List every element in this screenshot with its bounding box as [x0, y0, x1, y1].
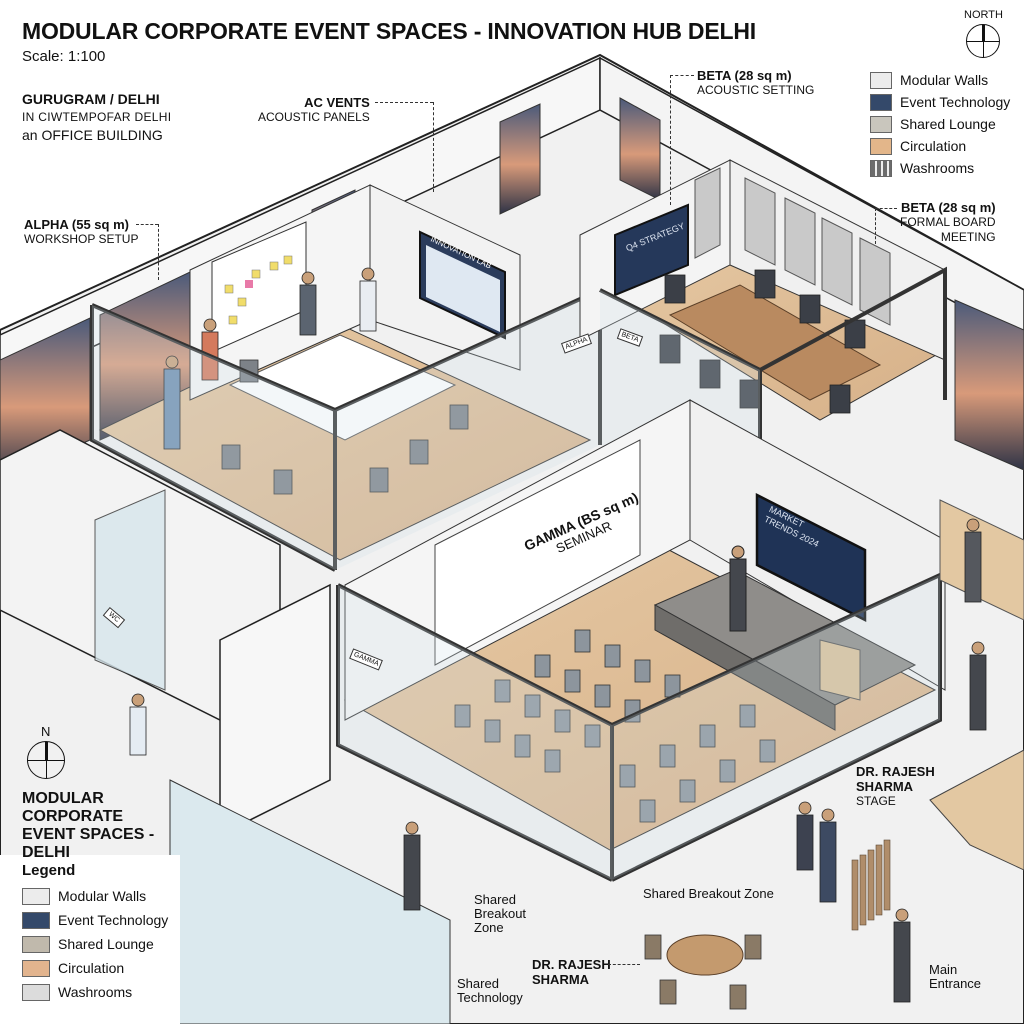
beta-screen — [614, 203, 689, 297]
scale-label: Scale: 1:100 — [22, 48, 106, 65]
legend-swatch-shared-lounge — [22, 935, 50, 953]
legend-top: Modular Walls Event Technology Shared Lo… — [870, 69, 1010, 179]
leader-line — [136, 224, 158, 225]
legend-item: Washrooms — [870, 157, 1010, 179]
legend-label: Event Technology — [58, 912, 169, 928]
callout-title: AC VENTS — [304, 95, 370, 110]
leader-line — [670, 75, 694, 76]
callout-stage: DR. RAJESH SHARMA STAGE — [856, 764, 935, 809]
location-city: GURUGRAM / DELHI — [22, 91, 160, 107]
leader-line — [670, 75, 671, 205]
legend-label: Event Technology — [900, 94, 1011, 110]
legend-item: Circulation — [22, 956, 168, 980]
gamma-screen — [755, 492, 867, 623]
callout-line: Main — [929, 962, 958, 977]
legend-item: Modular Walls — [870, 69, 1010, 91]
legend-item: Event Technology — [870, 91, 1010, 113]
bottom-north-arrow-icon — [27, 741, 65, 779]
callout-title: BETA (28 sq m) — [697, 68, 792, 83]
callout-title: ALPHA (55 sq m) — [24, 217, 129, 232]
legend-item: Circulation — [870, 135, 1010, 157]
callout-ac-vents: AC VENTS ACOUSTIC PANELS — [258, 95, 370, 125]
title-line: EVENT SPACES - — [22, 826, 155, 843]
legend-swatch-washrooms — [22, 983, 50, 1001]
legend-swatch-event-technology — [22, 911, 50, 929]
legend-item: Washrooms — [22, 980, 168, 1004]
callout-line: Technology — [457, 990, 523, 1005]
legend-swatch-modular-walls — [870, 71, 892, 89]
north-arrow-icon — [966, 24, 1000, 58]
callout-line: Zone — [474, 920, 504, 935]
callout-shared-technology: Shared Technology — [457, 977, 523, 1005]
legend-label: Modular Walls — [900, 72, 989, 88]
callout-beta-acoustic: BETA (28 sq m) ACOUSTIC SETTING — [697, 68, 814, 98]
legend-item: Modular Walls — [22, 884, 168, 908]
callout-breakout-center: Shared Breakout Zone — [643, 886, 774, 901]
callout-rajesh: DR. RAJESH SHARMA — [532, 957, 611, 987]
location-subtitle: IN CIWTEMPOFAR DELHI — [22, 110, 172, 124]
legend-swatch-shared-lounge — [870, 115, 892, 133]
callout-line: DR. RAJESH — [856, 764, 935, 779]
legend-label: Washrooms — [58, 984, 133, 1000]
legend-item: Event Technology — [22, 908, 168, 932]
leader-line — [875, 208, 876, 244]
legend-label: Circulation — [58, 960, 125, 976]
compass-needle — [981, 25, 985, 41]
legend-label: Washrooms — [900, 160, 975, 176]
legend-swatch-washrooms — [870, 159, 892, 177]
callout-line: DR. RAJESH — [532, 957, 611, 972]
callout-beta-board: BETA (28 sq m) FORMAL BOARD MEETING — [900, 200, 996, 245]
callout-line: SHARMA — [532, 972, 590, 987]
legend-label: Circulation — [900, 138, 967, 154]
location-block: GURUGRAM / DELHI IN CIWTEMPOFAR DELHI an… — [22, 90, 171, 144]
leader-line — [608, 964, 640, 965]
callout-line: Shared — [457, 976, 499, 991]
leader-line — [375, 102, 433, 103]
north-label: NORTH — [964, 9, 1003, 21]
callout-sub: ACOUSTIC PANELS — [258, 110, 370, 124]
legend-swatch-circulation — [870, 137, 892, 155]
callout-sub: WORKSHOP SETUP — [24, 232, 139, 246]
legend-swatch-event-technology — [870, 93, 892, 111]
callout-alpha: ALPHA (55 sq m) WORKSHOP SETUP — [24, 217, 138, 247]
callout-line: STAGE — [856, 794, 896, 808]
callout-main-entrance: Main Entrance — [929, 963, 981, 991]
location-building: an OFFICE BUILDING — [22, 127, 163, 143]
title-line: CORPORATE — [22, 808, 124, 825]
legend-label: Shared Lounge — [58, 936, 154, 952]
legend-item: Shared Lounge — [870, 113, 1010, 135]
callout-sub: ACOUSTIC SETTING — [697, 83, 815, 97]
callout-breakout-left: Shared Breakout Zone — [474, 893, 526, 935]
legend-item: Shared Lounge — [22, 932, 168, 956]
callout-title: BETA (28 sq m) — [900, 200, 996, 215]
legend-bottom: Modular Walls Event Technology Shared Lo… — [22, 884, 168, 1004]
title-line: DELHI — [22, 844, 70, 861]
legend-swatch-modular-walls — [22, 887, 50, 905]
leader-line — [875, 208, 897, 209]
callout-sub: MEETING — [940, 230, 996, 244]
callout-line: Entrance — [929, 976, 982, 991]
bottom-north-label: N — [41, 724, 51, 739]
legend-label: Shared Lounge — [900, 116, 996, 132]
callout-line: Shared — [474, 892, 516, 907]
callout-sub: FORMAL BOARD — [900, 215, 996, 229]
callout-line: SHARMA — [856, 779, 914, 794]
leader-line — [433, 102, 434, 192]
legend-heading: Legend — [22, 862, 76, 879]
bottom-panel-title: MODULAR CORPORATE EVENT SPACES - DELHI — [22, 790, 154, 862]
page-title: MODULAR CORPORATE EVENT SPACES - INNOVAT… — [22, 18, 756, 44]
title-line: MODULAR — [22, 790, 104, 807]
callout-line: Breakout — [474, 906, 527, 921]
legend-label: Modular Walls — [58, 888, 147, 904]
leader-line — [158, 224, 159, 280]
compass-needle — [44, 742, 48, 760]
legend-swatch-circulation — [22, 959, 50, 977]
